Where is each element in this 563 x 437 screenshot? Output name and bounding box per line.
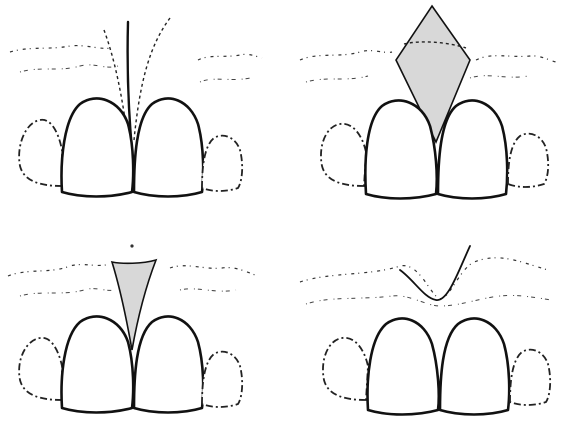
gingiva-line (20, 289, 114, 296)
central-incisor-right (134, 98, 203, 196)
wedge-tip-mark (130, 244, 133, 247)
central-incisor-left (62, 98, 134, 196)
lateral-incisor-right (510, 350, 550, 405)
lateral-incisor-right (202, 352, 242, 407)
panel-closed-gingiva (300, 246, 552, 415)
gingiva-line (8, 264, 110, 276)
central-incisor-left (365, 100, 436, 198)
gingiva-line (306, 76, 368, 82)
lateral-incisor-left (19, 338, 62, 400)
lateral-incisor-left (323, 338, 368, 400)
panel-diamond-excision (300, 6, 556, 199)
lateral-incisor-left (19, 120, 62, 186)
gingiva-line (476, 56, 556, 62)
gingiva-line (300, 51, 392, 60)
lateral-incisor-right (202, 136, 242, 191)
gingiva-line (198, 54, 262, 60)
lateral-incisor-right (508, 134, 548, 187)
panel-v-wedge-excision (8, 244, 258, 412)
central-incisor-right (134, 316, 203, 412)
central-incisor-right (438, 100, 507, 198)
central-incisor-left (368, 318, 439, 414)
gingiva-line (20, 65, 118, 72)
gingiva-line (200, 78, 250, 82)
gingiva-line (470, 76, 528, 78)
gingiva-line (10, 46, 112, 52)
wavy-suture-line (400, 246, 470, 300)
central-incisor-right (440, 318, 509, 414)
lateral-incisor-left (321, 124, 366, 186)
gingiva-line (170, 266, 258, 276)
gingiva-line (180, 289, 236, 291)
central-incisor-left (62, 316, 134, 412)
panel-incision-lines (10, 18, 262, 197)
